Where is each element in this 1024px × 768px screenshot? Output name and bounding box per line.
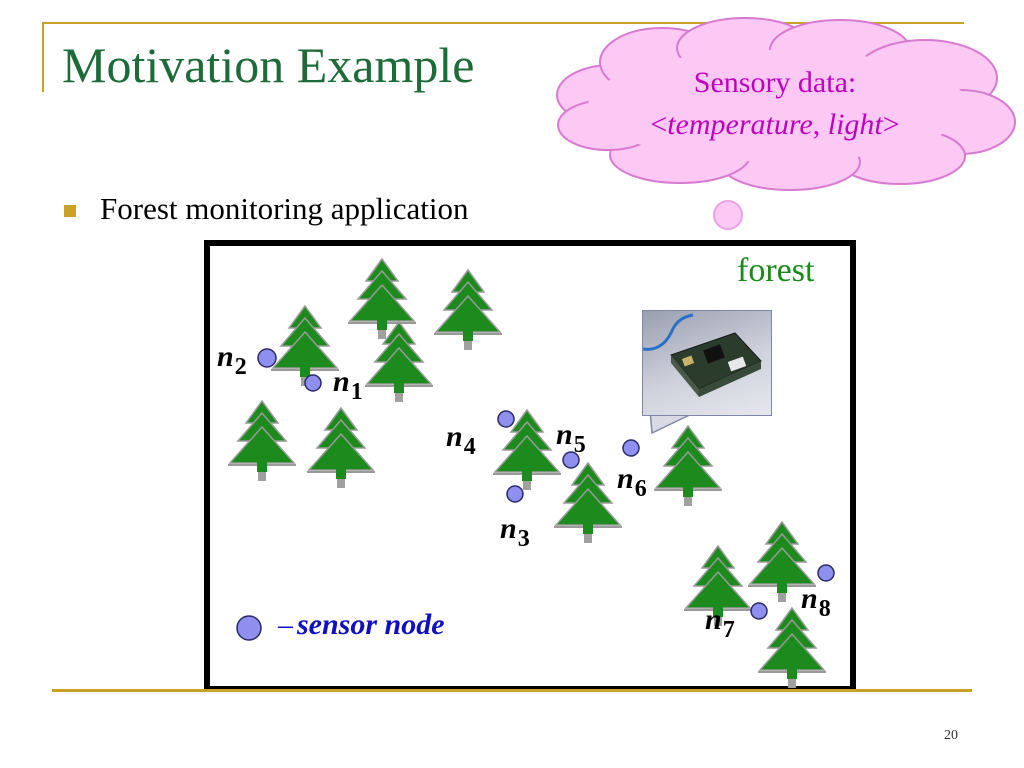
page-number: 20 bbox=[944, 728, 958, 743]
node-label-n2: n2 bbox=[217, 340, 247, 380]
sensor-node-icon bbox=[257, 348, 277, 368]
callout-title: Sensory data: bbox=[693, 66, 857, 99]
sensor-device-illustration bbox=[643, 313, 762, 397]
node-label-n3: n3 bbox=[500, 512, 530, 552]
sensor-node-icon bbox=[562, 451, 580, 469]
legend-text: sensor node bbox=[297, 608, 445, 641]
cloud-body bbox=[588, 50, 968, 162]
node-label-n8: n8 bbox=[801, 582, 831, 622]
legend-node-icon bbox=[236, 615, 262, 641]
tree-icon bbox=[270, 305, 340, 387]
sensor-node-icon bbox=[304, 374, 322, 392]
tree-icon bbox=[347, 258, 417, 340]
callout-fields: <temperature, light> bbox=[560, 108, 990, 142]
legend-dash: – bbox=[278, 608, 293, 641]
tree-icon bbox=[553, 462, 623, 544]
node-label-n1: n1 bbox=[333, 365, 363, 405]
tree-icon bbox=[364, 321, 434, 403]
sensor-device-photo bbox=[642, 310, 772, 416]
bullet-marker bbox=[64, 205, 76, 217]
tree-icon bbox=[653, 425, 723, 507]
forest-label: forest bbox=[737, 252, 815, 289]
callout-field-light: light bbox=[827, 108, 883, 141]
node-label-n4: n4 bbox=[446, 420, 476, 460]
top-border bbox=[42, 22, 964, 24]
tree-icon bbox=[433, 269, 503, 351]
callout-open: < bbox=[650, 108, 668, 141]
sensor-node-icon bbox=[506, 485, 524, 503]
sensor-node-icon bbox=[497, 410, 515, 428]
cloud-bubble bbox=[713, 200, 743, 230]
sensor-node-icon bbox=[750, 602, 768, 620]
callout-field-temperature: temperature bbox=[667, 108, 813, 141]
callout-separator: , bbox=[812, 108, 828, 141]
bottom-border bbox=[52, 689, 972, 692]
node-label-n7: n7 bbox=[705, 603, 735, 643]
sensor-node-icon bbox=[622, 439, 640, 457]
tree-icon bbox=[227, 400, 297, 482]
legend-label: –sensor node bbox=[278, 608, 445, 642]
tree-icon bbox=[757, 607, 827, 689]
bullet-text: Forest monitoring application bbox=[100, 191, 469, 226]
node-label-n5: n5 bbox=[556, 418, 586, 458]
tree-icon bbox=[306, 407, 376, 489]
node-label-n6: n6 bbox=[617, 462, 647, 502]
slide-title: Motivation Example bbox=[62, 37, 475, 93]
sensor-node-icon bbox=[817, 564, 835, 582]
callout-close: > bbox=[882, 108, 900, 141]
left-border bbox=[42, 22, 44, 92]
